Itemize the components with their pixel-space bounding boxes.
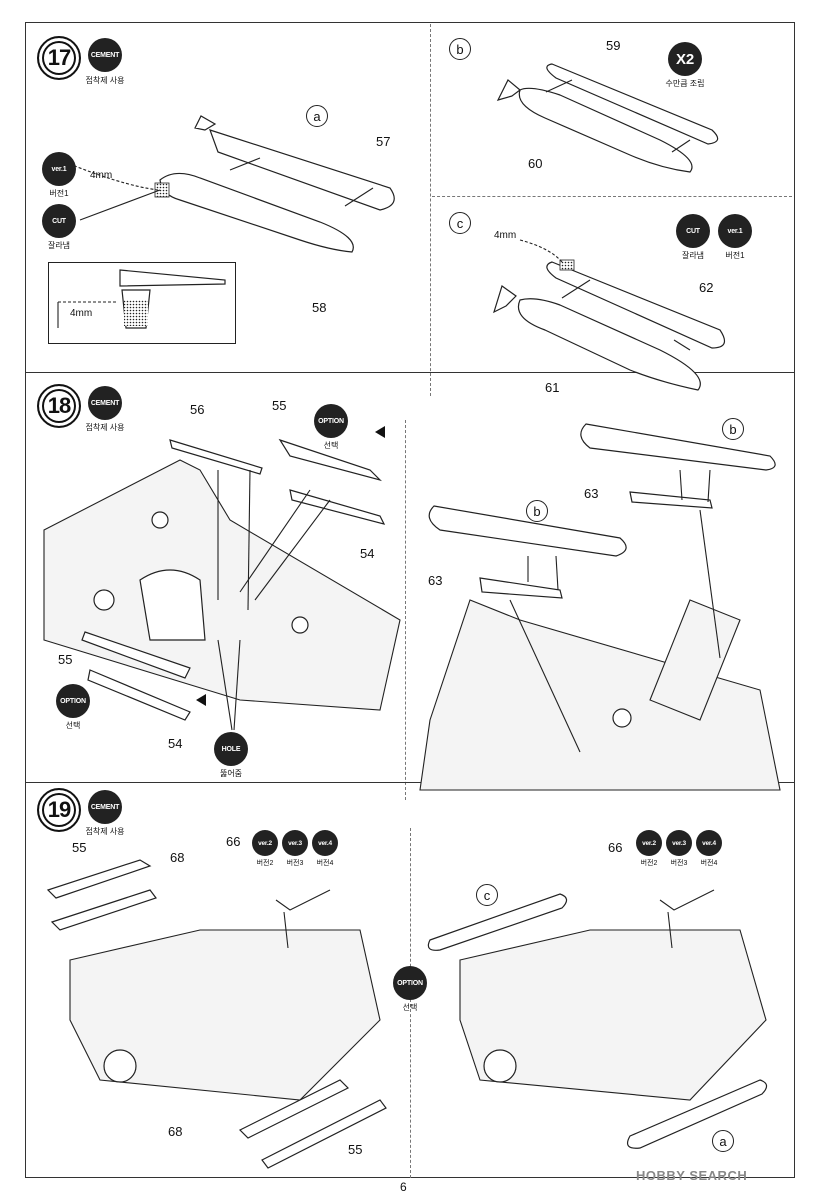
part-68-19-top: 68 — [170, 850, 185, 865]
panel-label-a-19: a — [712, 1130, 734, 1152]
cut-caption: 잘라냄 — [47, 241, 71, 250]
divider-vertical-17 — [430, 24, 431, 396]
divider-horizontal-17bc — [432, 196, 792, 197]
ver1-caption: 버전1 — [49, 189, 69, 198]
part-66-19-left: 66 — [226, 834, 241, 849]
inset-detail — [48, 262, 236, 344]
part-62: 62 — [699, 280, 714, 295]
ver3-badge-left: ver.3 — [282, 830, 308, 856]
part-60: 60 — [528, 156, 543, 171]
aircraft-underside-19-right — [427, 889, 768, 1149]
part-56: 56 — [190, 402, 205, 417]
ver1-badge-c: ver.1 — [718, 214, 752, 248]
cut-caption-c: 잘라냄 — [681, 251, 705, 260]
panel-label-c: c — [449, 212, 471, 234]
cement-caption-18: 접착제 사용 — [85, 423, 125, 432]
cut-badge-c: CUT — [676, 214, 710, 248]
x2-caption: 수만큼 조립 — [665, 79, 705, 88]
part-61: 61 — [545, 380, 560, 395]
ver1-badge: ver.1 — [42, 152, 76, 186]
panel-label-a: a — [306, 105, 328, 127]
hole-badge: HOLE — [214, 732, 248, 766]
part-55-left: 55 — [58, 652, 73, 667]
ver4-badge-right: ver.4 — [696, 830, 722, 856]
section-rule-18-19 — [26, 782, 794, 783]
cement-badge-19: CEMENT — [88, 790, 122, 824]
aircraft-underside-18-left — [43, 426, 401, 731]
x2-badge: X2 — [668, 42, 702, 76]
option-caption-top: 선택 — [323, 441, 339, 450]
ver1-caption-c: 버전1 — [725, 251, 745, 260]
divider-vertical-18 — [405, 420, 406, 800]
ver2-caption-left: 버전2 — [256, 860, 274, 867]
page-number: 6 — [400, 1180, 407, 1194]
option-badge-top: OPTION — [314, 404, 348, 438]
cut-badge: CUT — [42, 204, 76, 238]
part-58: 58 — [312, 300, 327, 315]
part-54-bottom: 54 — [168, 736, 183, 751]
aircraft-underside-19-left — [46, 859, 387, 1169]
cement-caption: 접착제 사용 — [85, 76, 125, 85]
option-badge-19: OPTION — [393, 966, 427, 1000]
part-63-bottom: 63 — [428, 573, 443, 588]
part-66-19-right: 66 — [608, 840, 623, 855]
drop-tank-17b — [496, 63, 719, 173]
part-68-19-bottom: 68 — [168, 1124, 183, 1139]
part-57: 57 — [376, 134, 391, 149]
step-17-number: 17 — [37, 36, 81, 80]
dim-4mm: 4mm — [90, 170, 113, 181]
ver3-caption-left: 버전3 — [286, 860, 304, 867]
option-badge-left: OPTION — [56, 684, 90, 718]
part-55-top: 55 — [272, 398, 287, 413]
aircraft-underside-18-right — [419, 423, 781, 791]
ver3-badge-right: ver.3 — [666, 830, 692, 856]
part-54-top: 54 — [360, 546, 375, 561]
panel-label-b-18a: b — [722, 418, 744, 440]
drop-tank-17a — [59, 115, 395, 253]
ver4-caption-left: 버전4 — [316, 860, 334, 867]
panel-label-b: b — [449, 38, 471, 60]
option-caption-19: 선택 — [402, 1003, 418, 1012]
option-caption-left: 선택 — [65, 721, 81, 730]
cement-badge-18: CEMENT — [88, 386, 122, 420]
inset-cut-detail — [57, 269, 226, 329]
ver3-caption-right: 버전3 — [670, 860, 688, 867]
cement-badge: CEMENT — [88, 38, 122, 72]
part-55-19-top: 55 — [72, 840, 87, 855]
ver2-badge-right: ver.2 — [636, 830, 662, 856]
part-63-top: 63 — [584, 486, 599, 501]
drop-tank-17c — [493, 239, 726, 391]
panel-label-c-19: c — [476, 884, 498, 906]
watermark-logo: HOBBY SEARCH — [636, 1168, 748, 1183]
ver2-caption-right: 버전2 — [640, 860, 658, 867]
inset-dim-4mm: 4mm — [70, 308, 93, 319]
dim-4mm-c: 4mm — [494, 230, 517, 241]
cement-caption-19: 접착제 사용 — [85, 827, 125, 836]
section-rule-17-18 — [26, 372, 794, 373]
step-18-number: 18 — [37, 384, 81, 428]
ver4-caption-right: 버전4 — [700, 860, 718, 867]
divider-vertical-19 — [410, 828, 411, 1178]
panel-label-b-18b: b — [526, 500, 548, 522]
hole-caption: 뚫어줌 — [219, 769, 243, 778]
step-19-number: 19 — [37, 788, 81, 832]
part-55-19-bottom: 55 — [348, 1142, 363, 1157]
ver2-badge-left: ver.2 — [252, 830, 278, 856]
part-59: 59 — [606, 38, 621, 53]
ver4-badge-left: ver.4 — [312, 830, 338, 856]
